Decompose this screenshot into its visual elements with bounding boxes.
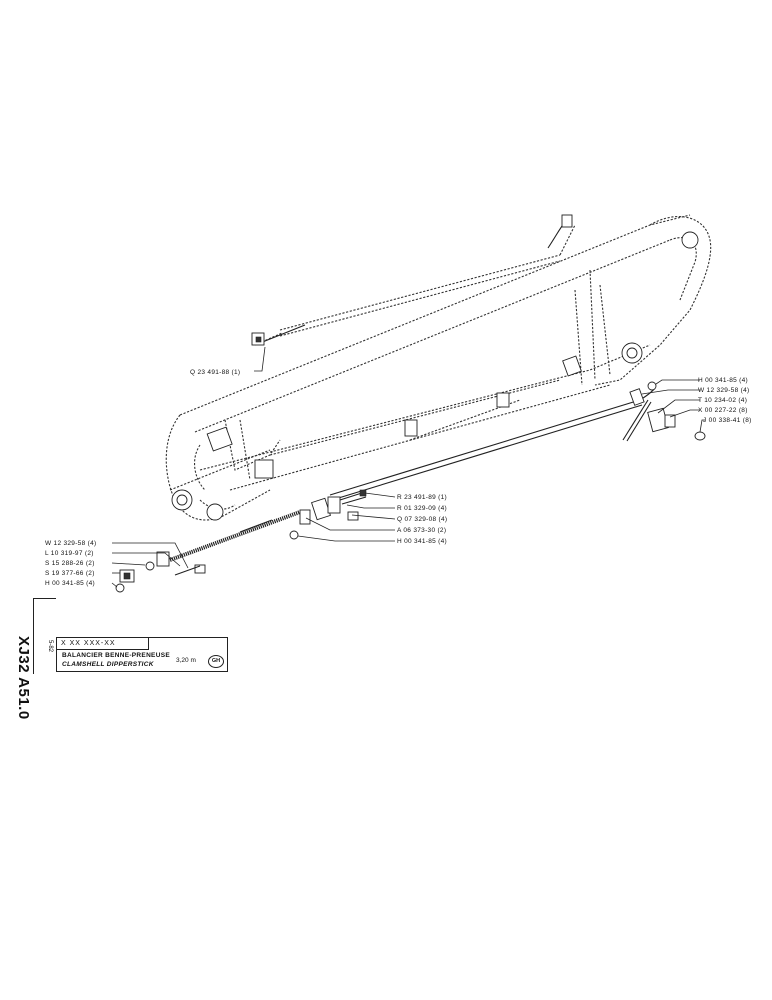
sheet-reference-strip xyxy=(33,598,56,674)
title-english: CLAMSHELL DIPPERSTICK xyxy=(62,661,154,668)
callout-left-2: L 10 319-97 (2) xyxy=(45,550,94,557)
center-clamp-assembly xyxy=(289,489,367,540)
left-threaded-rod xyxy=(115,510,301,593)
callout-right-4: X 00 227-22 (8) xyxy=(698,407,748,414)
title-block: X XX XXX-XX BALANCIER BENNE-PRENEUSE CLA… xyxy=(56,637,228,672)
callout-center-4: A 06 373-30 (2) xyxy=(397,527,446,534)
sheet-date: 5-82 xyxy=(47,640,53,653)
callout-right-3: T 10 234-02 (4) xyxy=(698,397,747,404)
document-code: X XX XXX-XX xyxy=(57,638,149,650)
revision-badge: GH xyxy=(208,655,224,668)
callout-right-1: H 00 341-85 (4) xyxy=(698,377,748,384)
stick-length: 3,20 m xyxy=(176,657,196,664)
callouts-center: R 23 491-89 (1) R 01 329-09 (4) Q 07 329… xyxy=(397,494,447,545)
upper-part-q23 xyxy=(251,324,306,346)
leader-lines xyxy=(111,346,705,588)
callout-left-1: W 12 329-58 (4) xyxy=(45,540,96,547)
callout-center-5: H 00 341-85 (4) xyxy=(397,538,447,545)
callout-right-5: J 00 338-41 (8) xyxy=(703,417,752,424)
callouts-upper: Q 23 491-88 (1) xyxy=(190,369,240,376)
callout-right-2: W 12 329-58 (4) xyxy=(698,387,749,394)
callout-left-5: H 00 341-85 (4) xyxy=(45,580,95,587)
callout-center-1: R 23 491-89 (1) xyxy=(397,494,447,501)
callouts-left: W 12 329-58 (4) L 10 319-97 (2) S 15 288… xyxy=(45,540,96,587)
dipperstick-fittings xyxy=(171,214,699,521)
right-rod-assembly xyxy=(329,381,706,501)
dipperstick-outline xyxy=(165,214,712,521)
callout-upper-part: Q 23 491-88 (1) xyxy=(190,369,240,376)
title-french: BALANCIER BENNE-PRENEUSE xyxy=(62,652,170,659)
callout-center-3: Q 07 329-08 (4) xyxy=(397,516,447,523)
callout-left-4: S 19 377-66 (2) xyxy=(45,570,95,577)
callouts-right: H 00 341-85 (4) W 12 329-58 (4) T 10 234… xyxy=(698,377,752,424)
callout-left-3: S 15 288-26 (2) xyxy=(45,560,95,567)
sheet-reference: XJ32 A51.0 xyxy=(15,636,32,720)
callout-center-2: R 01 329-09 (4) xyxy=(397,505,447,512)
